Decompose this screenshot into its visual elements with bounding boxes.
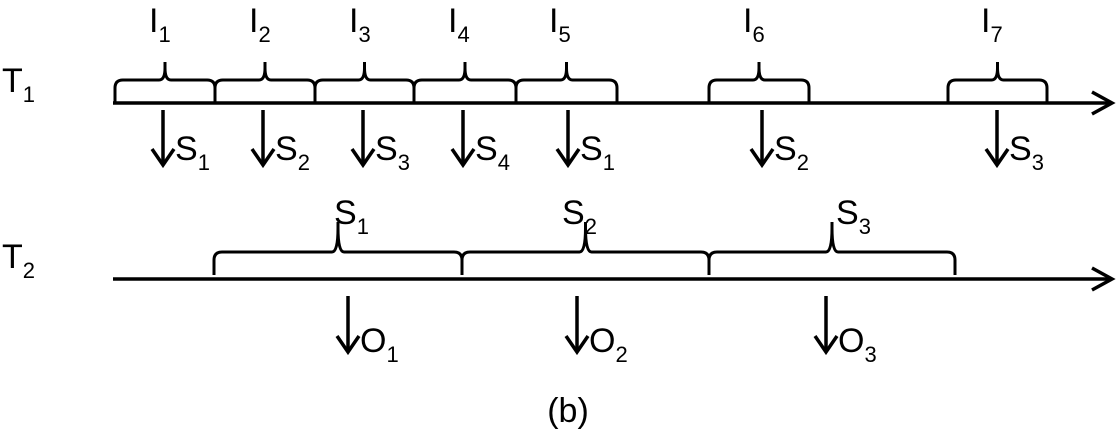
output-label: S2	[275, 130, 310, 175]
timeline-t2-label: T2	[2, 238, 35, 283]
down-arrow-head	[564, 335, 590, 356]
interval-brace	[707, 62, 811, 103]
figure-caption: (b)	[547, 392, 589, 430]
interval-brace	[946, 62, 1049, 103]
timeline-t1-arrowhead	[1091, 90, 1116, 116]
output-label: S3	[1009, 130, 1044, 175]
output-label: O1	[360, 322, 399, 367]
interval-brace	[412, 62, 518, 103]
timeline-t1-label: T1	[2, 62, 35, 107]
interval-label: I7	[981, 2, 1003, 47]
interval-brace	[313, 62, 416, 103]
output-label: S2	[774, 130, 809, 175]
down-arrow-head	[984, 148, 1010, 169]
output-label: S1	[175, 130, 210, 175]
interval-label: S1	[334, 194, 369, 239]
interval-label: I4	[448, 2, 470, 47]
down-arrow-head	[250, 148, 276, 169]
interval-brace	[707, 222, 957, 275]
interval-label: S2	[562, 194, 597, 239]
down-arrow-head	[555, 148, 581, 169]
output-label: O2	[589, 322, 628, 367]
interval-label: I2	[249, 2, 271, 47]
down-arrow-head	[335, 335, 361, 356]
down-arrow-head	[350, 148, 376, 169]
interval-brace	[113, 62, 217, 103]
interval-label: I1	[149, 2, 171, 47]
down-arrow-head	[813, 335, 839, 356]
output-label: S3	[375, 130, 410, 175]
interval-label: S3	[836, 194, 871, 239]
interval-brace	[514, 62, 619, 103]
output-label: O3	[838, 322, 877, 367]
output-label: S4	[475, 130, 510, 175]
down-arrow-head	[450, 148, 476, 169]
interval-brace	[213, 62, 317, 103]
interval-label: I5	[549, 2, 571, 47]
down-arrow-head	[749, 148, 775, 169]
interval-label: I3	[349, 2, 371, 47]
output-label: S1	[580, 130, 615, 175]
interval-label: I6	[743, 2, 765, 47]
down-arrow-head	[150, 148, 176, 169]
timeline-t2-arrowhead	[1091, 266, 1116, 292]
